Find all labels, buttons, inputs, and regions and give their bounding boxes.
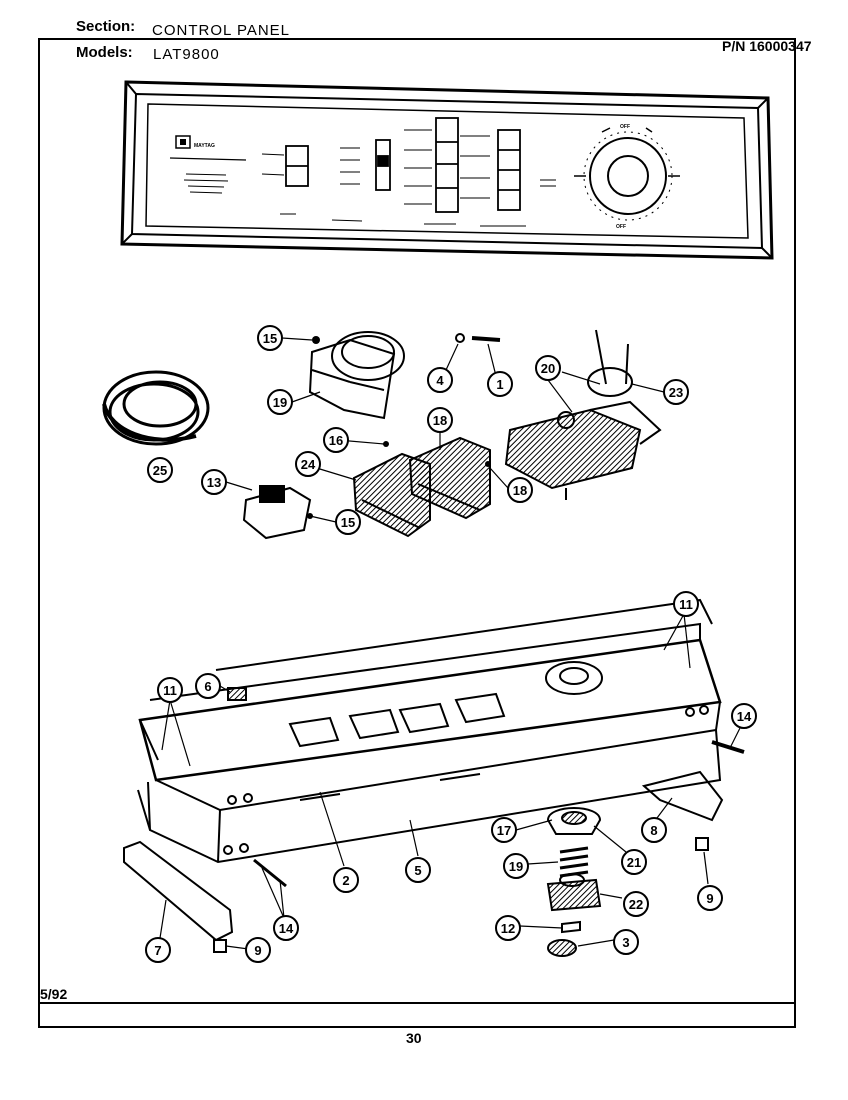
leader-lines (159, 337, 741, 951)
callout-bubble-27 (273, 915, 299, 941)
callout-label-8: 18 (433, 413, 447, 428)
models-label: Models: (76, 44, 133, 61)
callout-label-14: 6 (204, 679, 211, 694)
callout-label-23: 3 (622, 935, 629, 950)
panel-button-banks (285, 117, 521, 213)
callout-label-13: 11 (679, 597, 693, 612)
callout-label-11: 13 (207, 475, 221, 490)
side-bracket (123, 840, 234, 953)
footer-divider (40, 1002, 794, 1004)
callout-label-24: 9 (706, 891, 713, 906)
callout-label-6: 25 (153, 463, 167, 478)
callout-label-7: 16 (329, 433, 343, 448)
callout-label-22: 12 (501, 921, 515, 936)
callout-label-3: 1 (496, 377, 503, 392)
timer-dial-graphic (574, 127, 680, 221)
right-brace (227, 687, 745, 888)
callout-label-26: 5 (414, 863, 421, 878)
callout-label-10: 18 (513, 483, 527, 498)
switch-block-right (408, 436, 491, 520)
part-number: P/N 16000347 (722, 38, 812, 54)
callout-bubble-7 (323, 427, 349, 453)
maytag-logo: MAYTAG (169, 135, 247, 161)
callout-label-1: 19 (273, 395, 287, 410)
panel-fine-print (183, 129, 556, 227)
knob-assembly (546, 807, 602, 957)
wire-harness-coil (102, 370, 210, 446)
callout-label-28: 7 (154, 943, 161, 958)
callout-bubble-15 (157, 677, 183, 703)
callout-bubble-9 (295, 451, 321, 477)
callout-label-27: 14 (279, 921, 294, 936)
brand-text: MAYTAG (194, 143, 215, 149)
callout-bubble-16 (731, 703, 757, 729)
callout-bubble-0 (257, 325, 283, 351)
callout-bubble-18 (621, 849, 647, 875)
callout-bubble-2 (427, 367, 453, 393)
callout-label-0: 15 (263, 331, 277, 346)
callout-bubble-22 (495, 915, 521, 941)
callout-label-25: 2 (342, 873, 349, 888)
diagram-frame (38, 38, 796, 1028)
control-panel-console (120, 80, 774, 260)
callout-bubble-23 (613, 929, 639, 955)
callout-bubble-11 (201, 469, 227, 495)
small-switch (242, 485, 312, 540)
callout-bubble-29 (245, 937, 271, 963)
console-frame (137, 598, 722, 864)
callout-bubble-19 (503, 853, 529, 879)
callout-label-17: 17 (497, 823, 511, 838)
timer-off-mark-bottom: OFF (616, 224, 626, 230)
footer-date: 5/92 (40, 986, 68, 1002)
callout-bubble-20 (641, 817, 667, 843)
callout-bubble-25 (333, 867, 359, 893)
callout-label-21: 22 (629, 897, 643, 912)
timer-assembly (504, 329, 662, 500)
section-value: CONTROL PANEL (152, 22, 291, 39)
callout-bubble-21 (623, 891, 649, 917)
callout-bubble-1 (267, 389, 293, 415)
callout-label-15: 11 (163, 683, 177, 698)
callout-bubble-13 (673, 591, 699, 617)
callout-bubble-12 (335, 509, 361, 535)
callout-labels: 15 19 4 1 20 23 25 16 18 24 18 13 15 11 … (153, 331, 752, 958)
callout-bubble-24 (697, 885, 723, 911)
callout-bubble-26 (405, 857, 431, 883)
callout-label-9: 24 (301, 457, 316, 472)
callout-label-18: 21 (627, 855, 641, 870)
callout-bubbles (145, 325, 757, 963)
callout-label-29: 9 (254, 943, 261, 958)
callout-bubble-3 (487, 371, 513, 397)
timer-off-mark-top: OFF (620, 124, 630, 130)
callout-bubble-14 (195, 673, 221, 699)
section-label: Section: (76, 18, 136, 35)
callout-label-12: 15 (341, 515, 355, 530)
callout-label-4: 20 (541, 361, 555, 376)
callout-bubble-6 (147, 457, 173, 483)
callout-label-16: 14 (737, 709, 752, 724)
small-pin-and-screw (455, 333, 501, 343)
callout-bubble-8 (427, 407, 453, 433)
page-number: 30 (406, 1030, 422, 1046)
timer-motor (308, 331, 405, 420)
callout-bubble-5 (663, 379, 689, 405)
callout-bubble-10 (507, 477, 533, 503)
callout-bubble-4 (535, 355, 561, 381)
callout-bubble-28 (145, 937, 171, 963)
callout-label-19: 19 (509, 859, 523, 874)
models-value: LAT9800 (153, 46, 220, 63)
callout-label-2: 4 (436, 373, 444, 388)
callout-label-20: 8 (650, 823, 657, 838)
callout-bubble-17 (491, 817, 517, 843)
callout-label-5: 23 (669, 385, 683, 400)
